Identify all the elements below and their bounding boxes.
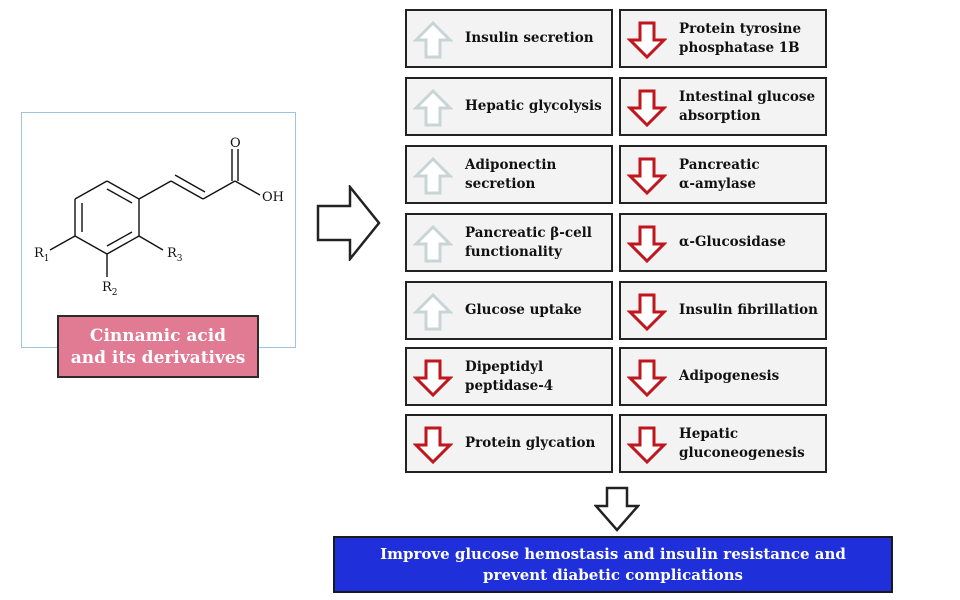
effect-box: Insulin secretion bbox=[405, 9, 613, 68]
effect-box: α-Glucosidase bbox=[619, 213, 827, 272]
cinnamic-acid-structure: O OH R1 R2 R3 bbox=[34, 136, 284, 298]
effect-label: Insulin fibrillation bbox=[679, 283, 823, 338]
effect-box: Pancreatic α-amylase bbox=[619, 145, 827, 204]
effect-box: Protein tyrosine phosphatase 1B bbox=[619, 9, 827, 68]
effect-label-line: phosphatase 1B bbox=[679, 39, 800, 56]
effect-label-line: Adipogenesis bbox=[679, 368, 780, 384]
right-arrow-icon bbox=[316, 185, 381, 261]
hydroxyl-label: OH bbox=[262, 190, 284, 205]
conclusion-box: Improve glucose hemostasis and insulin r… bbox=[333, 536, 893, 593]
effect-box: Dipeptidyl peptidase-4 bbox=[405, 347, 613, 406]
down-arrow-icon bbox=[627, 89, 667, 128]
up-arrow-icon bbox=[413, 20, 453, 59]
up-arrow-icon bbox=[413, 292, 453, 331]
effect-label: Pancreatic β-cell functionality bbox=[465, 215, 609, 270]
effect-label: Insulin secretion bbox=[465, 11, 609, 66]
down-arrow-icon bbox=[627, 293, 667, 332]
effect-box: Pancreatic β-cell functionality bbox=[405, 213, 613, 272]
effect-box: Protein glycation bbox=[405, 414, 613, 473]
chemical-structure-panel: O OH R1 R2 R3 bbox=[21, 112, 296, 348]
effect-label: Adiponectin secretion bbox=[465, 147, 609, 202]
effect-label: Protein tyrosine phosphatase 1B bbox=[679, 11, 823, 66]
effect-box: Insulin fibrillation bbox=[619, 281, 827, 340]
effect-label: Adipogenesis bbox=[679, 349, 823, 404]
down-arrow-icon bbox=[413, 426, 453, 465]
down-arrow-icon bbox=[627, 225, 667, 264]
effect-label-line: absorption bbox=[679, 107, 761, 124]
compound-label-line1: Cinnamic acid bbox=[89, 325, 227, 346]
conclusion-line1: Improve glucose hemostasis and insulin r… bbox=[380, 544, 846, 563]
effect-label-line: Dipeptidyl bbox=[465, 358, 544, 375]
oxygen-label: O bbox=[230, 136, 241, 151]
effect-label-line: α-amylase bbox=[679, 175, 756, 192]
down-arrow-icon bbox=[627, 426, 667, 465]
effect-label-line: Adiponectin bbox=[465, 156, 557, 173]
down-arrow-icon bbox=[594, 486, 640, 532]
effect-label-line: Glucose uptake bbox=[465, 302, 582, 318]
up-arrow-icon bbox=[413, 88, 453, 127]
effect-label: α-Glucosidase bbox=[679, 215, 823, 270]
effect-box: Hepatic gluconeogenesis bbox=[619, 414, 827, 473]
down-arrow-icon bbox=[627, 359, 667, 398]
effect-label-line: functionality bbox=[465, 243, 562, 260]
down-arrow-icon bbox=[627, 21, 667, 60]
down-arrow-icon bbox=[413, 359, 453, 398]
effect-box: Hepatic glycolysis bbox=[405, 77, 613, 136]
compound-label: Cinnamic acid and its derivatives bbox=[57, 315, 259, 378]
effect-label-line: Insulin secretion bbox=[465, 30, 594, 46]
effect-label-line: Intestinal glucose bbox=[679, 88, 816, 105]
effect-label: Dipeptidyl peptidase-4 bbox=[465, 349, 609, 404]
effect-label-line: gluconeogenesis bbox=[679, 444, 805, 461]
effect-label: Hepatic gluconeogenesis bbox=[679, 416, 823, 471]
up-arrow-icon bbox=[413, 224, 453, 263]
effect-label-line: peptidase-4 bbox=[465, 377, 554, 394]
effect-label-line: Hepatic bbox=[679, 425, 739, 442]
effect-label: Intestinal glucose absorption bbox=[679, 79, 823, 134]
effect-label-line: Protein tyrosine bbox=[679, 20, 802, 37]
r3-label: R3 bbox=[167, 246, 183, 264]
conclusion-line2: prevent diabetic complications bbox=[483, 565, 743, 584]
effect-label: Protein glycation bbox=[465, 416, 609, 471]
effect-box: Adipogenesis bbox=[619, 347, 827, 406]
down-arrow-icon bbox=[627, 157, 667, 196]
compound-label-line2: and its derivatives bbox=[70, 347, 246, 368]
effect-box: Intestinal glucose absorption bbox=[619, 77, 827, 136]
effect-label: Glucose uptake bbox=[465, 283, 609, 338]
effect-box: Glucose uptake bbox=[405, 281, 613, 340]
effect-box: Adiponectin secretion bbox=[405, 145, 613, 204]
r2-label: R2 bbox=[102, 280, 118, 298]
effect-label-line: Insulin fibrillation bbox=[679, 302, 819, 318]
effect-label-line: α-Glucosidase bbox=[679, 234, 786, 250]
effect-label-line: secretion bbox=[465, 175, 536, 192]
effect-label-line: Pancreatic β-cell bbox=[465, 224, 592, 241]
effect-label: Pancreatic α-amylase bbox=[679, 147, 823, 202]
effect-label-line: Pancreatic bbox=[679, 156, 760, 173]
effect-label: Hepatic glycolysis bbox=[465, 79, 609, 134]
r1-label: R1 bbox=[34, 246, 50, 264]
effect-label-line: Protein glycation bbox=[465, 435, 596, 451]
up-arrow-icon bbox=[413, 156, 453, 195]
effect-label-line: Hepatic glycolysis bbox=[465, 98, 602, 114]
